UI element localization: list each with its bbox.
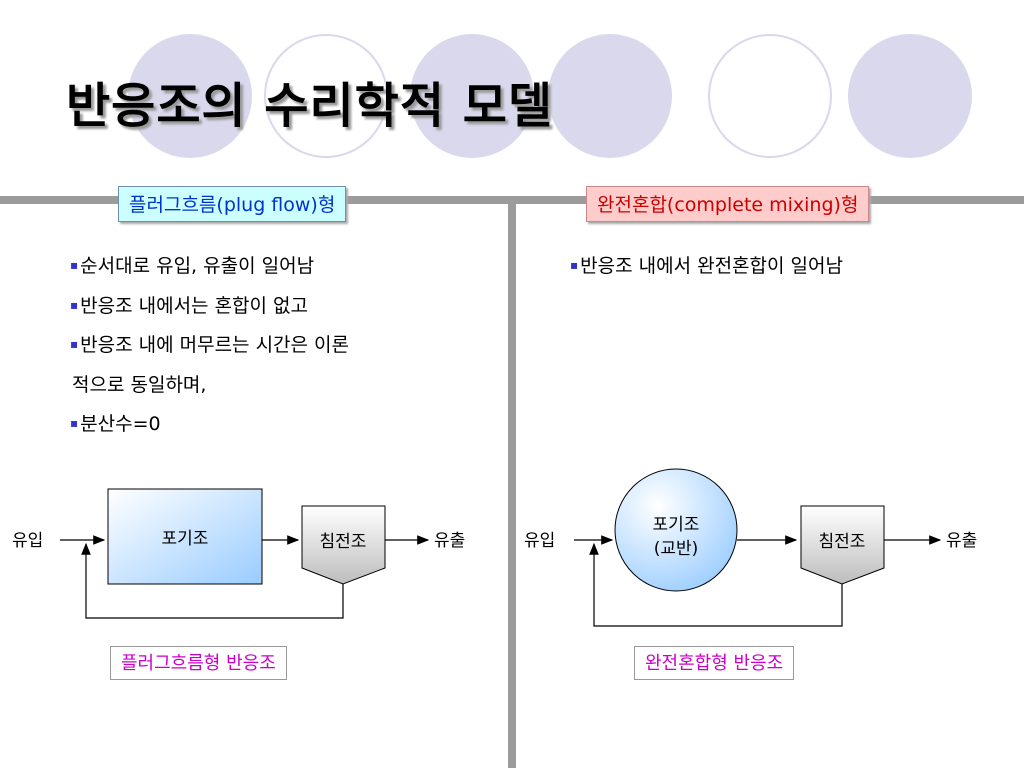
bullet-text: 반응조 내에 머무르는 시간은 이론	[80, 334, 350, 356]
bullet-item: ▪반응조 내에 머무르는 시간은 이론	[70, 325, 490, 365]
bullet-marker: ▪	[70, 258, 79, 272]
clarifier-shape	[301, 505, 386, 585]
mixing-label: (교반)	[654, 539, 699, 559]
complete-mixing-heading: 완전혼합(complete mixing)형	[586, 186, 870, 222]
bullet-item: ▪분산수=0	[70, 404, 490, 444]
divider-vertical	[508, 196, 516, 768]
inflow-label: 유입	[12, 531, 43, 551]
plug-flow-bullets: ▪순서대로 유입, 유출이 일어남 ▪반응조 내에서는 혼합이 없고 ▪반응조 …	[70, 246, 490, 444]
outflow-label: 유출	[434, 531, 465, 551]
bullet-text: 적으로 동일하며,	[72, 373, 207, 396]
decor-ring	[708, 34, 832, 158]
plug-flow-diagram: 유입 포기조 침전조 유출	[12, 488, 465, 619]
bullet-item: ▪반응조 내에서 완전혼합이 일어남	[570, 246, 990, 286]
plug-flow-heading: 플러그흐름(plug flow)형	[118, 186, 347, 222]
decor-circle	[848, 34, 972, 158]
plug-flow-caption: 플러그흐름형 반응조	[110, 646, 287, 680]
decor-circle	[410, 34, 534, 158]
complete-mixing-diagram: 유입 포기조 (교반) 침전조 유출	[524, 468, 977, 627]
aeration-tank-box	[107, 488, 263, 585]
decor-ring	[264, 34, 388, 158]
clarifier-shape	[800, 505, 885, 585]
bullet-marker: ▪	[70, 416, 79, 430]
page-title: 반응조의 수리학적 모델	[66, 78, 554, 134]
bullet-text: 반응조 내에서는 혼합이 없고	[80, 294, 309, 317]
decor-circle	[128, 34, 252, 158]
aeration-tank-label: 포기조	[162, 529, 209, 549]
outflow-label: 유출	[946, 531, 977, 551]
bullet-item: ▪반응조 내에서는 혼합이 없고	[70, 286, 490, 326]
bullet-item: ▪순서대로 유입, 유출이 일어남	[70, 246, 490, 286]
clarifier-label: 침전조	[320, 532, 367, 552]
bullet-item-continuation: 적으로 동일하며,	[70, 365, 490, 405]
mixed-aeration-tank-circle	[614, 468, 738, 592]
clarifier-label: 침전조	[819, 532, 866, 552]
complete-mixing-bullets: ▪반응조 내에서 완전혼합이 일어남	[570, 246, 990, 286]
bullet-text: 분산수=0	[80, 413, 161, 435]
bullet-marker: ▪	[70, 297, 79, 312]
decor-circle	[548, 34, 672, 158]
process-diagrams: 유입 포기조 침전조 유출 유입 포기조 (교반) 침전조 유출	[12, 468, 977, 627]
bullet-marker: ▪	[70, 337, 79, 351]
bullet-marker: ▪	[570, 258, 579, 272]
complete-mixing-caption: 완전혼합형 반응조	[634, 646, 795, 680]
aeration-tank-label: 포기조	[653, 515, 700, 535]
return-sludge-line	[81, 542, 344, 619]
bullet-text: 반응조 내에서 완전혼합이 일어남	[580, 255, 843, 277]
bullet-text: 순서대로 유입, 유출이 일어남	[80, 255, 315, 277]
inflow-label: 유입	[524, 531, 555, 551]
return-sludge-line	[589, 542, 843, 627]
